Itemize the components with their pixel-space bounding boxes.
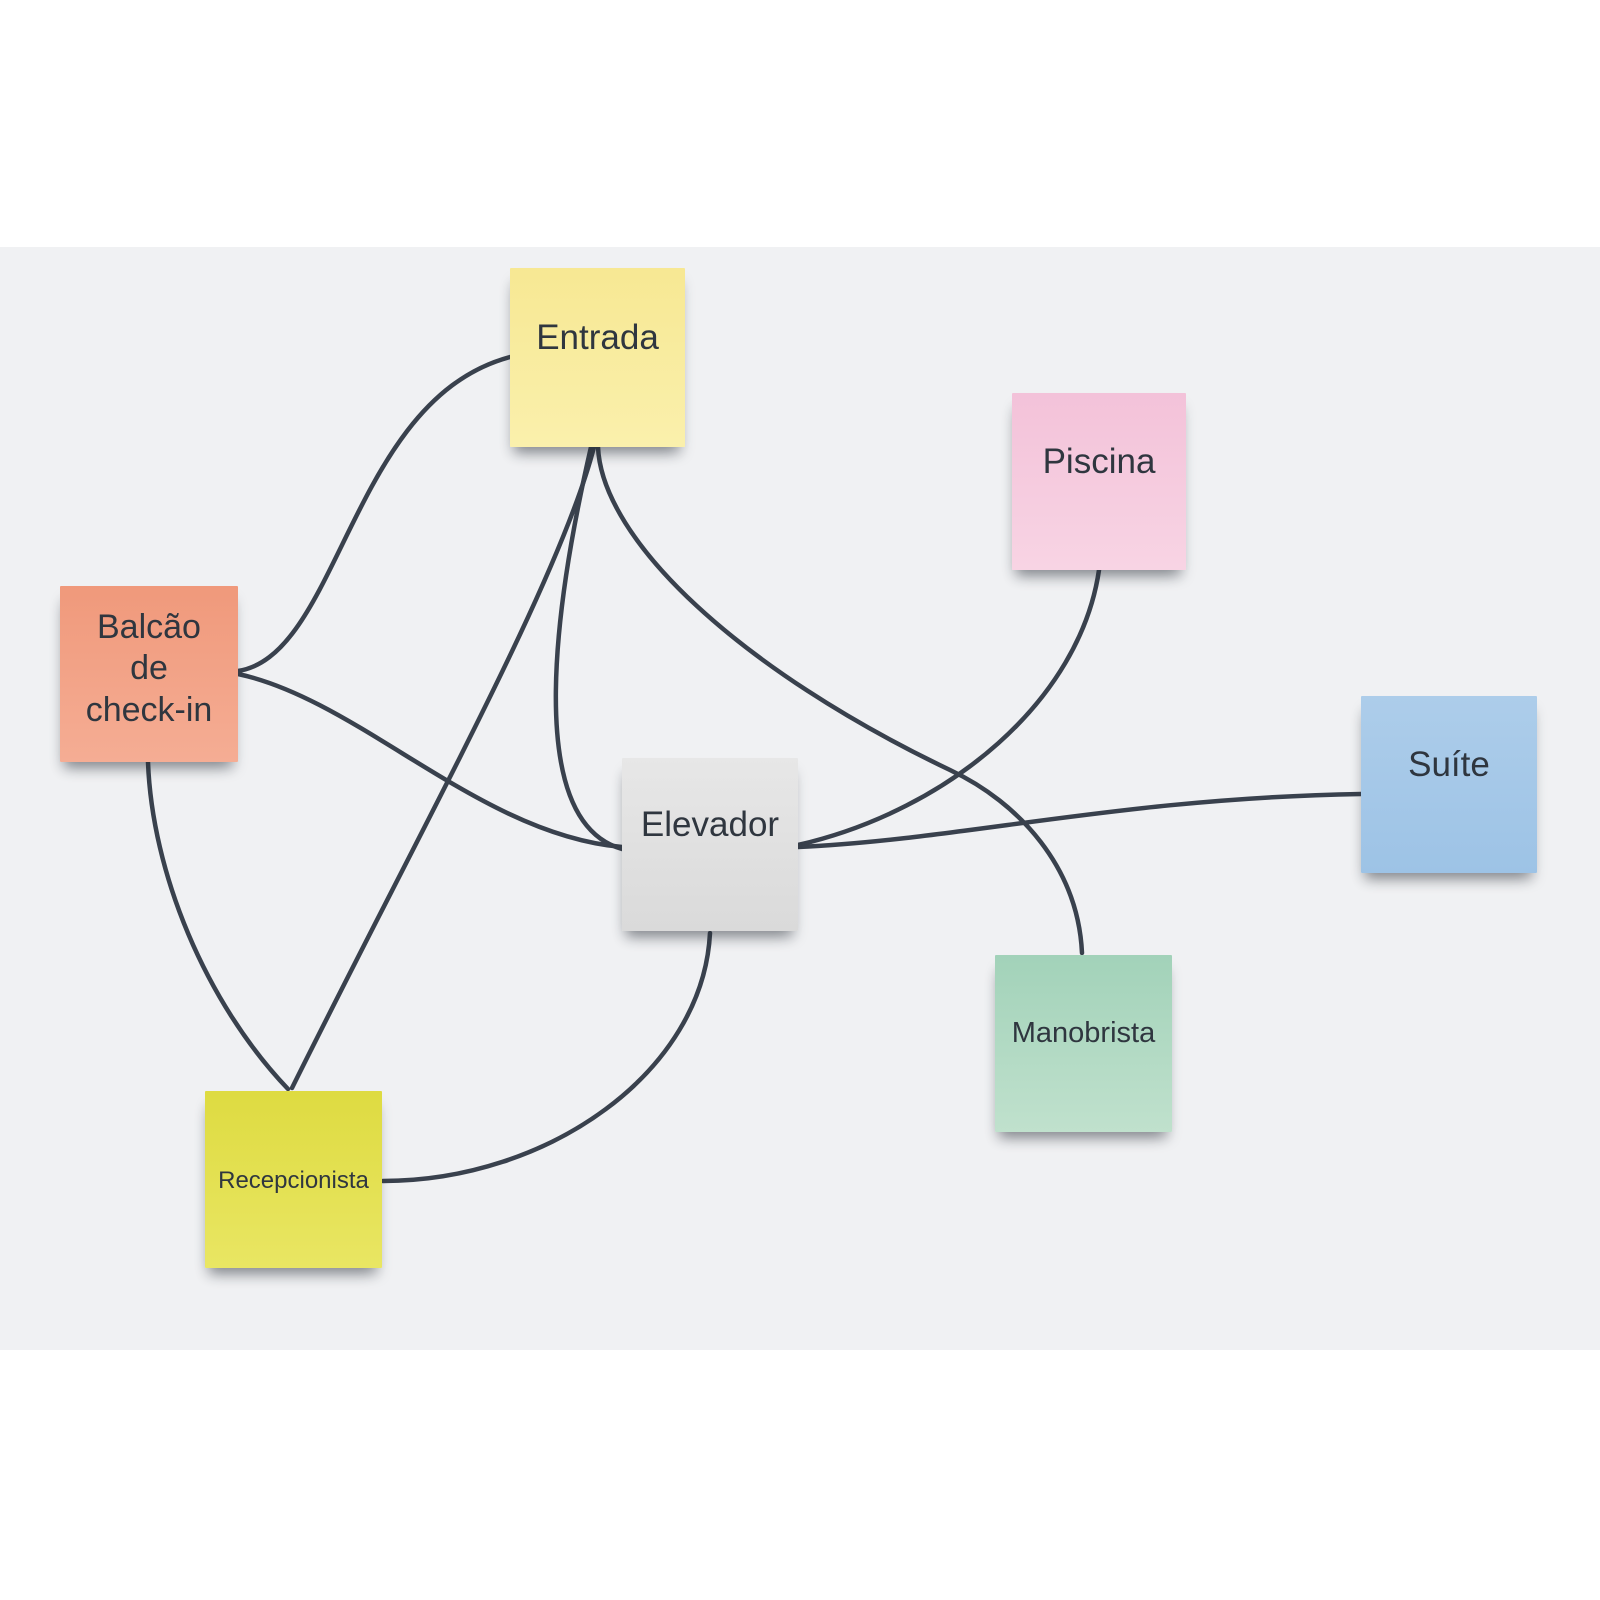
sticky-note-label: Piscina [1042, 442, 1156, 482]
edge-entrada-elevador[interactable] [553, 444, 625, 852]
sticky-note-recepcionista[interactable]: Recepcionista [205, 1091, 382, 1268]
sticky-note-label: Balcão de check-in [85, 607, 213, 729]
edge-entrada-recepcionista[interactable] [289, 444, 597, 1091]
sticky-note-label: Manobrista [1011, 1016, 1156, 1049]
edge-balcao-recepcionista[interactable] [145, 759, 291, 1092]
sticky-note-manobrista[interactable]: Manobrista [995, 955, 1172, 1132]
sticky-note-entrada[interactable]: Entrada [510, 268, 685, 447]
sticky-note-elevador[interactable]: Elevador [622, 758, 798, 931]
edge-elevador-suite[interactable] [795, 791, 1364, 850]
sticky-note-suite[interactable]: Suíte [1361, 696, 1537, 873]
sticky-note-piscina[interactable]: Piscina [1012, 393, 1186, 570]
sticky-note-label: Elevador [640, 805, 780, 845]
sticky-note-label: Suíte [1408, 745, 1490, 785]
edge-elevador-recepcionista[interactable] [380, 930, 713, 1184]
edge-piscina-elevador[interactable] [795, 567, 1102, 848]
sticky-note-label: Entrada [536, 318, 659, 358]
sticky-note-balcao-de-check-in[interactable]: Balcão de check-in [60, 586, 238, 762]
edge-entrada-manobrista[interactable] [595, 444, 1085, 956]
edge-balcao-elevador[interactable] [235, 671, 625, 850]
sticky-note-label: Recepcionista [218, 1166, 369, 1194]
edge-balcao-entrada[interactable] [235, 354, 513, 674]
